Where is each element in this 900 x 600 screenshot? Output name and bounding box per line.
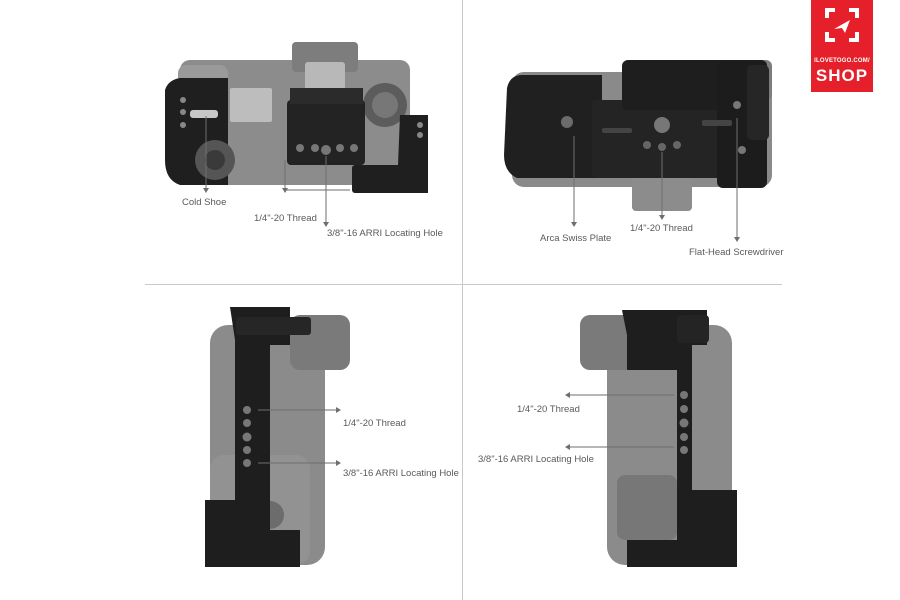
- camera-left-side-image: [205, 307, 350, 567]
- logo-site-text: ILOVETOGO.COM/: [814, 58, 870, 64]
- panel-top-view: Cold Shoe 1/4"-20 Thread 3/8"-16 ARRI Lo…: [0, 0, 462, 284]
- callout-arri-hole: 3/8"-16 ARRI Locating Hole: [343, 468, 459, 479]
- callout-arri-hole: 3/8"-16 ARRI Locating Hole: [478, 454, 594, 465]
- callout-arri-hole: 3/8"-16 ARRI Locating Hole: [327, 228, 443, 239]
- camera-bottom-view-image: [504, 60, 772, 242]
- callout-arca-plate: Arca Swiss Plate: [540, 233, 612, 244]
- logo-shop-text: SHOP: [815, 66, 869, 85]
- callout-thread: 1/4"-20 Thread: [254, 213, 317, 224]
- logo-frame-icon: [825, 8, 859, 42]
- callout-thread: 1/4"-20 Thread: [630, 223, 693, 234]
- callout-cold-shoe: Cold Shoe: [182, 197, 227, 208]
- panel-bottom-view: Arca Swiss Plate 1/4"-20 Thread Flat-Hea…: [462, 0, 900, 284]
- callout-thread: 1/4"-20 Thread: [343, 418, 406, 429]
- callout-thread: 1/4"-20 Thread: [517, 404, 580, 415]
- horizontal-divider: [145, 284, 782, 285]
- camera-right-side-image: [565, 310, 737, 567]
- camera-top-view-image: [165, 42, 428, 227]
- shop-logo[interactable]: ILOVETOGO.COM/ SHOP: [811, 0, 873, 92]
- vertical-divider: [462, 0, 463, 600]
- callout-screwdriver: Flat-Head Screwdriver: [689, 247, 784, 258]
- panel-right-side-view: 1/4"-20 Thread 3/8"-16 ARRI Locating Hol…: [462, 285, 900, 600]
- panel-left-side-view: 1/4"-20 Thread 3/8"-16 ARRI Locating Hol…: [0, 285, 462, 600]
